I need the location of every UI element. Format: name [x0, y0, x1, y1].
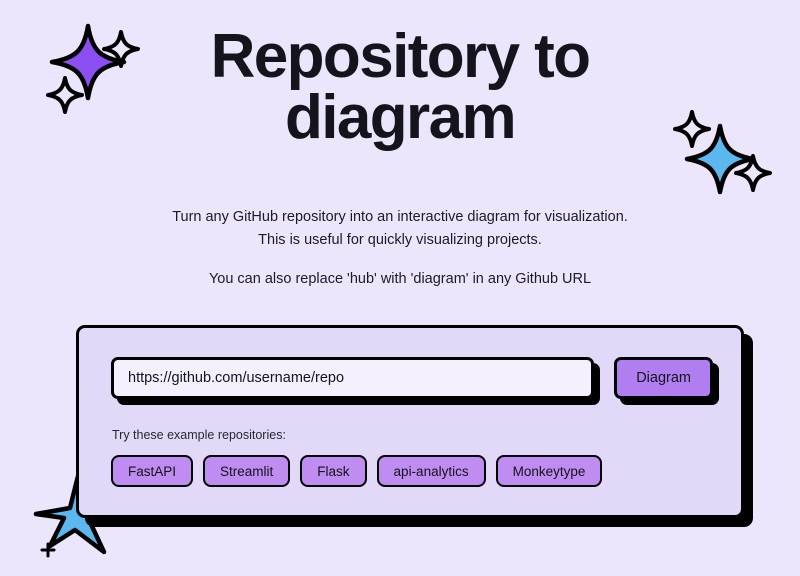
input-row: Diagram [111, 357, 713, 399]
hero-section: Repository to diagram [0, 26, 800, 149]
subtitle-line-2: This is useful for quickly visualizing p… [258, 232, 542, 249]
example-chip-fastapi[interactable]: FastAPI [111, 455, 194, 487]
diagram-submit-button[interactable]: Diagram [614, 357, 713, 399]
subtitle-block: Turn any GitHub repository into an inter… [0, 206, 800, 291]
repo-input-card: Diagram Try these example repositories: … [76, 325, 744, 518]
examples-label: Try these example repositories: [112, 428, 286, 442]
subtitle-line-3: You can also replace 'hub' with 'diagram… [208, 270, 592, 287]
page-title: Repository to diagram [210, 22, 591, 153]
example-chip-api-analytics[interactable]: api-analytics [376, 455, 486, 487]
example-repo-chips: FastAPI Streamlit Flask api-analytics Monkey… [111, 455, 717, 487]
example-chip-monkeytype[interactable]: Monkeytype [495, 455, 603, 487]
example-chip-flask[interactable]: Flask [300, 455, 367, 487]
subtitle-line-1: Turn any GitHub repository into an inter… [172, 209, 628, 225]
example-chip-streamlit[interactable]: Streamlit [203, 455, 291, 487]
repo-url-input[interactable] [111, 357, 595, 399]
